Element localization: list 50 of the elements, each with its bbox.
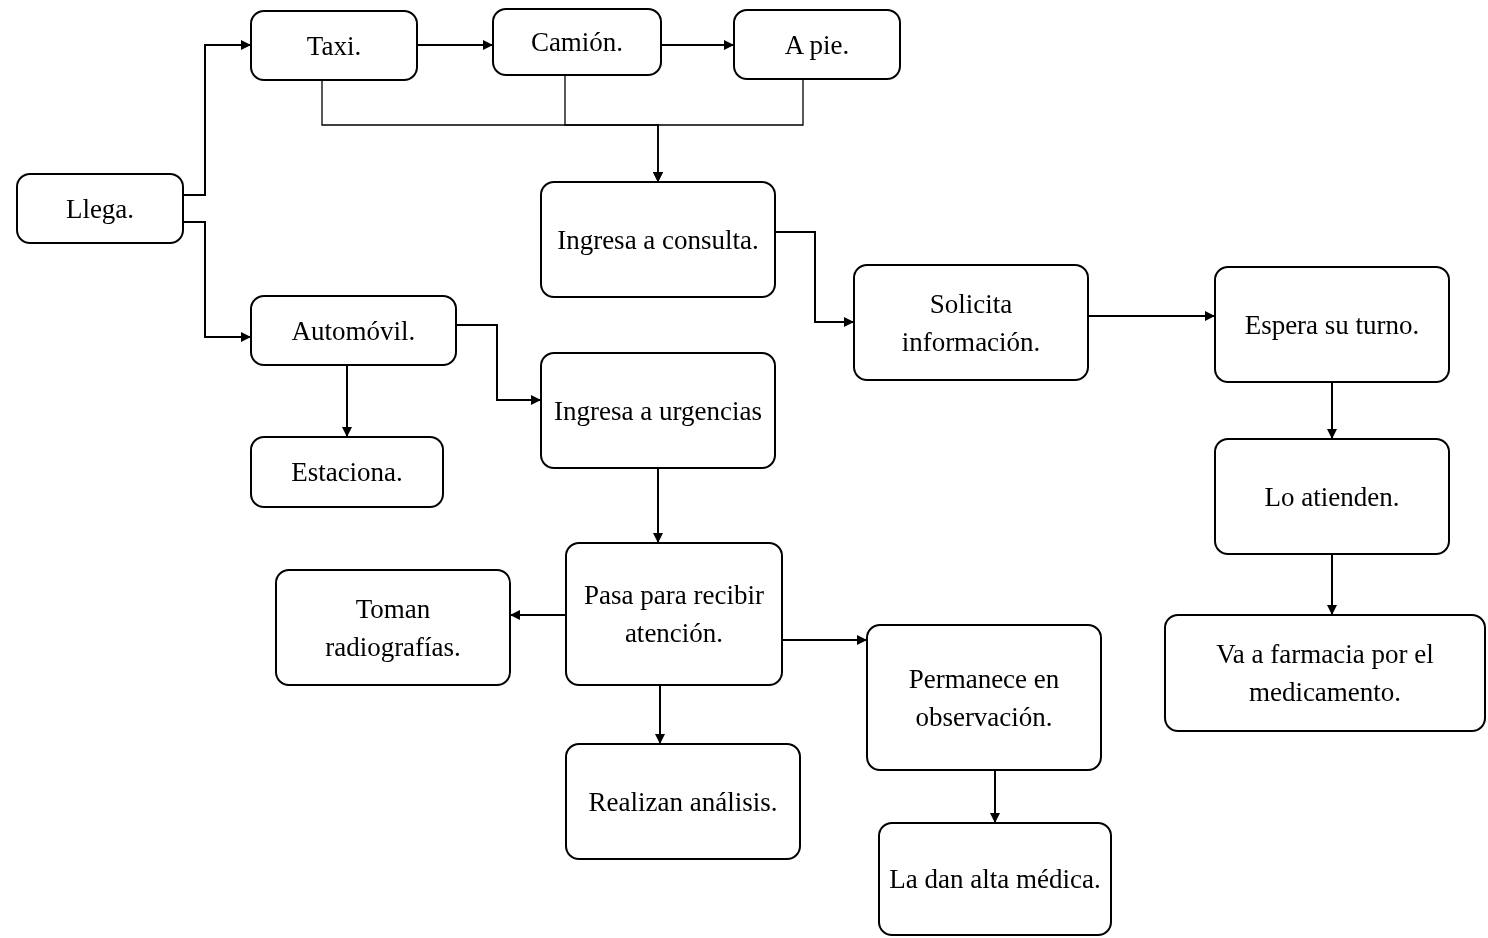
- process-box: [250, 436, 444, 508]
- process-box: [1214, 266, 1450, 383]
- process-box: [492, 8, 662, 76]
- arrow: [456, 324, 541, 405]
- arrow: [782, 635, 867, 645]
- arrow: [1088, 311, 1215, 321]
- process-box: [540, 352, 776, 469]
- arrow: [1327, 554, 1337, 615]
- arrow: [510, 610, 566, 620]
- box-label: Llega.: [65, 192, 135, 226]
- box-label: Lo atienden.: [1264, 480, 1400, 514]
- arrow: [1327, 382, 1337, 439]
- box-label: Permanece en observación.: [907, 662, 1061, 734]
- process-box: [565, 743, 801, 860]
- process-box: [250, 10, 418, 81]
- process-box: [866, 624, 1102, 771]
- box-label: Ingresa a urgencias: [554, 394, 762, 428]
- arrow: [655, 685, 665, 744]
- box-label: Toman radiografías.: [324, 592, 462, 664]
- process-box: [878, 822, 1112, 936]
- process-box: [565, 542, 783, 686]
- box-label: Pasa para recibir atención.: [583, 579, 765, 650]
- box-label: Solicita información.: [900, 287, 1042, 359]
- box-label: La dan alta médica.: [889, 863, 1101, 896]
- process-box: [16, 173, 184, 244]
- arrow: [183, 40, 251, 196]
- arrow: [342, 365, 352, 437]
- process-box: [1214, 438, 1450, 555]
- box-label: Va a farmacia por el medicamento.: [1215, 638, 1435, 709]
- box-label: Estaciona.: [291, 456, 403, 489]
- arrow: [653, 468, 663, 543]
- process-box: [733, 9, 901, 80]
- process-box: [275, 569, 511, 686]
- box-label: Ingresa a consulta.: [557, 223, 759, 257]
- arrow: [775, 231, 854, 327]
- arrow: [661, 40, 734, 50]
- process-box: [853, 264, 1089, 381]
- box-label: Realizan análisis.: [588, 785, 778, 819]
- process-box: [250, 295, 457, 366]
- box-label: A pie.: [784, 28, 850, 62]
- process-box: [1164, 614, 1486, 732]
- arrow: [417, 40, 493, 50]
- box-label: Espera su turno.: [1244, 308, 1420, 342]
- box-label: Taxi.: [306, 29, 362, 63]
- arrow: [990, 770, 1000, 823]
- process-box: [540, 181, 776, 298]
- arrow: [183, 221, 251, 342]
- box-label: Camión.: [530, 26, 624, 59]
- box-label: Automóvil.: [291, 314, 416, 348]
- arrow: [653, 79, 804, 182]
